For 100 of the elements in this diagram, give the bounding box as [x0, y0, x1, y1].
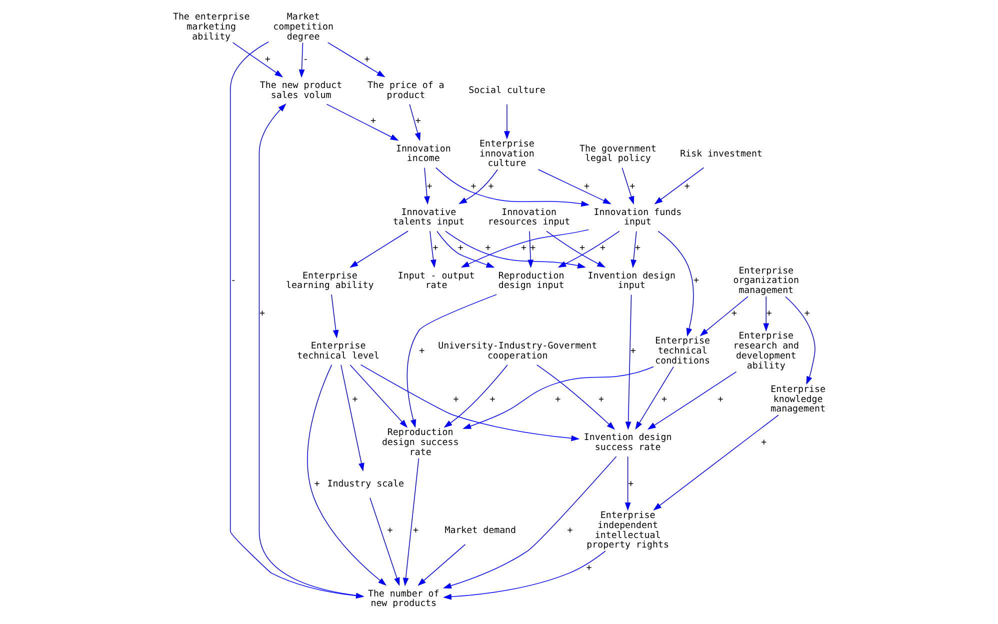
- edge-label: +: [413, 526, 419, 536]
- node-text: The government legal policy: [580, 144, 656, 164]
- arrow: [763, 296, 770, 332]
- arrow: [528, 230, 534, 268]
- node-text: Input - output rate: [398, 271, 475, 292]
- arrow: [298, 42, 305, 78]
- arrow: [402, 458, 420, 586]
- arrow: [546, 230, 606, 268]
- edge-label: +: [419, 346, 425, 356]
- node-text: The number of new products: [368, 589, 440, 610]
- edge-label: +: [426, 182, 432, 192]
- edge-label: +: [662, 394, 668, 405]
- edge-label: +: [364, 55, 370, 66]
- arrow: [460, 229, 589, 268]
- node-text: Reproduction design success rate: [382, 428, 459, 458]
- arrow: [350, 230, 408, 268]
- edge-label: +: [555, 394, 561, 405]
- arrow: [458, 169, 498, 204]
- arrow: [232, 42, 284, 78]
- node-text: Enterprise research and development ability: [733, 332, 800, 372]
- edge-label: +: [718, 394, 724, 405]
- arrow: [409, 104, 421, 142]
- arrow: [350, 364, 408, 428]
- node-text: Innovation resources input: [488, 208, 570, 228]
- node-text: Market demand: [444, 526, 516, 536]
- node-text: Innovation income: [396, 144, 451, 164]
- edge-label: +: [761, 438, 767, 448]
- arrow: [406, 294, 497, 428]
- edge-label: -: [302, 55, 308, 66]
- arrow: [418, 544, 466, 586]
- node-text: Social culture: [468, 86, 546, 96]
- arrow: [443, 550, 606, 600]
- edge-label: +: [314, 479, 320, 490]
- arrow: [442, 456, 617, 589]
- node-text: The new product sales volum: [260, 80, 342, 101]
- edge-label: +: [520, 244, 526, 254]
- arrow: [635, 366, 674, 430]
- node-text: University-Industry-Goverment cooperation: [438, 342, 598, 362]
- arrow: [436, 230, 495, 268]
- arrow: [360, 364, 580, 442]
- edge-label: +: [264, 55, 270, 66]
- arrow: [445, 230, 586, 268]
- edge-label: +: [579, 244, 585, 254]
- arrow: [538, 169, 612, 204]
- edge-label: +: [370, 116, 376, 127]
- arrow: [647, 371, 737, 430]
- arrow: [424, 167, 430, 205]
- edge-label: +: [804, 308, 810, 319]
- arrow: [462, 366, 654, 429]
- node-text: Enterprise technical level: [297, 342, 380, 362]
- node-text: Invention design success rate: [584, 433, 672, 454]
- arrow: [504, 104, 510, 140]
- arrow: [444, 364, 508, 428]
- edge-label: +: [630, 346, 636, 356]
- edge-label: +: [630, 182, 636, 192]
- edge-label: +: [415, 116, 421, 127]
- arrow: [307, 364, 387, 586]
- arrow: [258, 103, 364, 597]
- arrow: [331, 294, 339, 338]
- arrow: [654, 167, 704, 204]
- arrow: [328, 42, 386, 78]
- arrow: [658, 230, 694, 337]
- edge-label: +: [470, 182, 476, 192]
- edge-label: +: [260, 308, 266, 319]
- edge-label: +: [628, 479, 634, 490]
- edge-label: +: [598, 394, 604, 405]
- node-text: Enterprise knowledge management: [770, 384, 826, 415]
- arrow: [536, 364, 615, 430]
- node-text: Industry scale: [327, 479, 404, 490]
- node-text: Enterprise organization management: [733, 266, 800, 296]
- edge-label: +: [731, 308, 737, 319]
- node-text: Innovative talents input: [393, 208, 464, 228]
- edge-label: +: [766, 308, 772, 319]
- arrow: [624, 456, 631, 511]
- edge-label: +: [458, 244, 464, 254]
- edge-label: +: [567, 526, 573, 536]
- edge-label: +: [693, 276, 699, 286]
- edge-label: +: [352, 394, 358, 405]
- node-text: Invention design input: [588, 271, 676, 292]
- edge-label: +: [530, 244, 536, 254]
- node-text: Enterprise technical conditions: [655, 336, 710, 366]
- arrow: [625, 294, 632, 430]
- arrow: [700, 296, 748, 336]
- arrow: [630, 230, 637, 268]
- arrow: [340, 364, 364, 472]
- edge-label: +: [490, 394, 496, 405]
- arrow: [436, 167, 590, 207]
- arrow: [785, 296, 816, 385]
- edge-label: +: [586, 563, 592, 574]
- node-text: Risk investment: [680, 149, 762, 160]
- node-text: Market competition degree: [273, 12, 334, 42]
- node-text: The price of a product: [368, 80, 444, 101]
- edge-label: -: [230, 276, 236, 286]
- arrow: [622, 167, 634, 205]
- arrow: [326, 104, 399, 141]
- edge-label: +: [600, 244, 606, 254]
- arrow: [370, 498, 400, 586]
- node-text: Enterprise learning ability: [286, 271, 374, 292]
- edge-label: +: [453, 394, 459, 405]
- node-text: Innovation funds input: [594, 208, 682, 228]
